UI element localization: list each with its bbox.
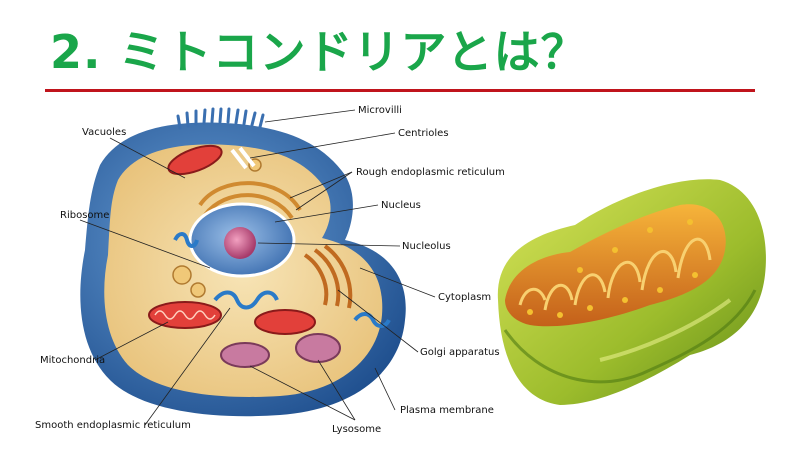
label-nucleolus: Nucleolus (402, 241, 451, 252)
mito-granules (527, 219, 698, 318)
label-cytoplasm: Cytoplasm (438, 292, 491, 303)
leader-lines (79, 109, 436, 426)
label-centrioles: Centrioles (398, 128, 449, 139)
mito-highlight (599, 298, 732, 362)
label-microvilli: Microvilli (358, 105, 402, 116)
microvilli-shape (176, 107, 265, 130)
label-plasma-membrane: Plasma membrane (400, 405, 494, 416)
label-rough-er: Rough endoplasmic reticulum (356, 167, 505, 178)
nucleolus-shape (224, 227, 256, 259)
smooth-er-shape (173, 232, 391, 328)
mito-cut-face (505, 204, 726, 327)
slide-title: 2. ミトコンドリアとは？ (50, 25, 588, 79)
mito-cristae (518, 237, 712, 311)
cell-illustration (80, 107, 406, 417)
mitochondrion-illustration (497, 179, 766, 405)
vacuole-shapes (172, 158, 262, 298)
label-ribosome: Ribosome (60, 210, 109, 221)
label-mitochondria: Mitochondria (40, 355, 105, 366)
label-golgi: Golgi apparatus (420, 347, 500, 358)
mito-shell-shadow (503, 289, 757, 384)
lysosome-shapes (220, 333, 341, 368)
label-lysosome: Lysosome (332, 424, 381, 435)
cell-mitochondria-shapes (148, 144, 316, 335)
title-underline (45, 89, 755, 92)
golgi-shape (303, 244, 353, 309)
label-vacuoles: Vacuoles (82, 127, 126, 138)
label-smooth-er: Smooth endoplasmic reticulum (35, 420, 191, 431)
label-nucleus: Nucleus (381, 200, 421, 211)
centriole-shape (230, 146, 256, 170)
